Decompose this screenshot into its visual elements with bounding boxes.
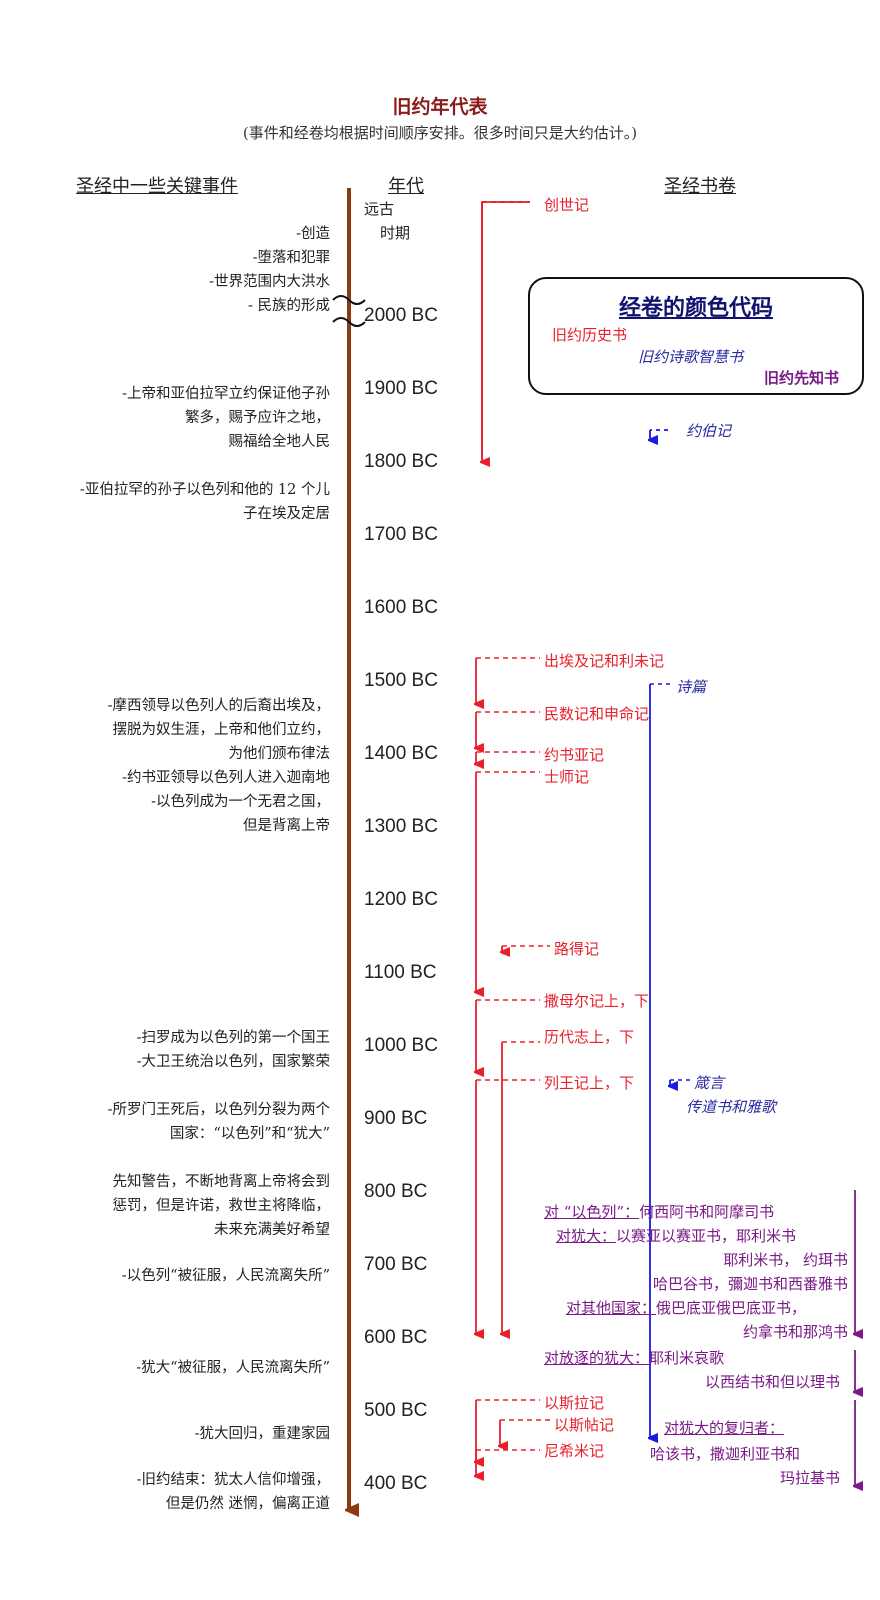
- legend-title: 经卷的颜色代码: [618, 295, 773, 321]
- book-ecclesiastes-song: 传道书和雅歌: [686, 1098, 777, 1116]
- timeline-break-top: [332, 295, 366, 305]
- book-nehemiah: 尼希米记: [544, 1442, 605, 1460]
- prophets-to-exiles-line1: 耶利米哀歌: [649, 1349, 725, 1367]
- year-label: 1600 BC: [364, 597, 438, 618]
- legend-box: [528, 277, 864, 395]
- book-joshua: 约书亚记: [544, 746, 605, 764]
- book-numbers-deuteronomy: 民数记和申命记: [544, 705, 650, 723]
- prophets-to-israel: 对 “以色列”：何西阿书和阿摩司书: [544, 1200, 774, 1224]
- prophets-to-israel-books: 何西阿书和阿摩司书: [639, 1203, 775, 1221]
- years-column-heading: 年代: [388, 176, 424, 197]
- genesis-arrow: [481, 201, 530, 458]
- legend-prophets: 旧约先知书: [764, 369, 840, 387]
- event-egypt: -亚伯拉罕的孙子以色列和他的 12 个儿 子在埃及定居: [79, 482, 330, 522]
- prophets-to-judah: 对犹大：以赛亚以赛亚书，耶利米书: [556, 1224, 796, 1248]
- prophets-to-judah-label: 对犹大：: [556, 1227, 617, 1245]
- prophets-to-others-label: 对其他国家：: [566, 1299, 657, 1317]
- year-label: 1200 BC: [364, 889, 438, 910]
- event-judah-exile: -犹大“被征服，人民流离失所”: [136, 1360, 330, 1376]
- page-subtitle: (事件和经卷均根据时间顺序安排。很多时间只是大约估计。): [242, 124, 638, 142]
- year-label: 1000 BC: [364, 1035, 438, 1056]
- year-label: 1700 BC: [364, 524, 438, 545]
- prophets-restored-label: 对犹大的复归者：: [664, 1416, 784, 1440]
- prophets-to-others-line1: 俄巴底亚俄巴底亚书，: [656, 1299, 807, 1317]
- event-return: -犹大回归，重建家园: [194, 1426, 330, 1442]
- prophets-to-judah-line1: 以赛亚以赛亚书，耶利米书: [616, 1227, 797, 1245]
- year-label: 1100 BC: [364, 962, 437, 983]
- book-esther: 以斯帖记: [554, 1416, 615, 1434]
- book-judges: 士师记: [544, 768, 590, 786]
- year-label: 1300 BC: [364, 816, 438, 837]
- year-label: 500 BC: [364, 1400, 428, 1421]
- event-abraham: -上帝和亚伯拉罕立约保证他子孙 繁多，赐予应许之地， 赐福给全地人民: [122, 386, 330, 450]
- prophets-restored-label-text: 对犹大的复归者：: [664, 1419, 785, 1437]
- book-exodus-leviticus: 出埃及记和利未记: [544, 652, 665, 670]
- year-label: 1800 BC: [364, 451, 438, 472]
- page-title: 旧约年代表: [392, 96, 488, 118]
- book-ruth: 路得记: [554, 940, 600, 958]
- year-label: 1400 BC: [364, 743, 438, 764]
- prophets-to-exiles-label: 对放逐的犹大：: [544, 1349, 650, 1367]
- prophets-restored-line1: 哈该书，撒迦利亚书和: [650, 1445, 801, 1463]
- events-column-heading: 圣经中一些关键事件: [76, 176, 238, 197]
- year-label: 1500 BC: [364, 670, 438, 691]
- timeline-break-bottom: [332, 317, 366, 327]
- legend-poetry: 旧约诗歌智慧书: [638, 348, 744, 366]
- year-label: 900 BC: [364, 1108, 428, 1129]
- year-label: 1900 BC: [364, 378, 438, 399]
- event-ot-end: -旧约结束：犹太人信仰增强， 但是仍然 迷惘，偏离正道: [136, 1472, 330, 1512]
- book-kings: 列王记上，下: [544, 1074, 635, 1092]
- book-genesis: 创世记: [544, 196, 590, 214]
- event-saul-david: -扫罗成为以色列的第一个国王 -大卫王统治以色列，国家繁荣: [136, 1030, 330, 1070]
- prophets-restored-line2: 玛拉基书: [779, 1469, 840, 1487]
- event-moses-joshua-judges: -摩西领导以色列人的后裔出埃及， 摆脱为奴生涯，上帝和他们立约， 为他们颁布律法…: [107, 698, 330, 834]
- event-creation: -创造 -堕落和犯罪 -世界范围内大洪水 - 民族的形成: [209, 226, 330, 314]
- ancient-label-1: 远古: [364, 200, 395, 218]
- year-label: 600 BC: [364, 1327, 428, 1348]
- prophets-to-exiles-line2: 以西结书和但以理书: [704, 1373, 840, 1391]
- book-job: 约伯记: [686, 422, 732, 440]
- prophets-to-judah-line3: 哈巴谷书，彌迦书和西番雅书: [652, 1275, 848, 1293]
- event-prophets-warning: 先知警告，不断地背离上帝将会到 惩罚，但是许诺，救世主将降临， 未来充满美好希望: [112, 1174, 331, 1238]
- year-label: 2000 BC: [364, 305, 438, 326]
- event-israel-exile: -以色列“被征服，人民流离失所”: [121, 1268, 330, 1284]
- year-label: 800 BC: [364, 1181, 428, 1202]
- prophets-to-others-line2: 约拿书和那鸿书: [742, 1323, 848, 1341]
- books-column-heading: 圣经书卷: [664, 176, 736, 197]
- prophets-to-israel-label: 对 “以色列”：: [544, 1203, 640, 1221]
- legend-history: 旧约历史书: [552, 326, 628, 344]
- year-label: 700 BC: [364, 1254, 428, 1275]
- event-kingdom-split: -所罗门王死后，以色列分裂为两个 国家：“以色列”和“犹大”: [107, 1102, 330, 1142]
- book-ezra: 以斯拉记: [544, 1394, 605, 1412]
- book-proverbs: 箴言: [694, 1074, 725, 1092]
- prophets-to-others: 对其他国家：俄巴底亚俄巴底亚书，: [566, 1296, 806, 1320]
- prophets-to-exiles: 对放逐的犹大：耶利米哀歌: [544, 1346, 724, 1370]
- book-samuel: 撒母尔记上，下: [544, 992, 650, 1010]
- book-psalms: 诗篇: [676, 678, 707, 696]
- prophets-to-judah-line2: 耶利米书， 约珥书: [723, 1251, 848, 1269]
- year-label: 400 BC: [364, 1473, 428, 1494]
- book-chronicles: 历代志上，下: [544, 1028, 635, 1046]
- ancient-label-2: 时期: [380, 224, 411, 242]
